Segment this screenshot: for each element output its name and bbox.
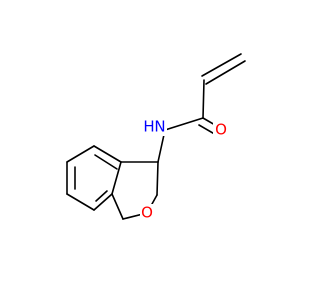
ring-oxygen-label: O [141,204,153,222]
molecule-structure: H N O O [66,53,246,222]
bond-benzene-c5-inner [94,154,118,170]
ring-oxygen-label-mask [140,204,155,222]
bond-c1-c8a [111,193,124,220]
bond-benzene-c8-inner [95,190,108,202]
bond-carbonyl-to-nitrogen [164,117,204,131]
bond-benzene-c4a-c5 [93,145,122,163]
bond-c4-c3 [156,161,159,196]
carbonyl-oxygen-label: O [215,121,227,139]
bond-vinyl-to-carbonyl [202,79,205,119]
bond-vinyl-double [201,53,242,77]
bond-vinyl-double-inner [205,60,246,85]
bond-benzene-c4a-c8a [111,161,122,195]
nitrogen-label: N [154,118,165,136]
nitrogen-label-mask [143,118,167,136]
carbonyl-oxygen-label-mask [213,121,228,139]
bond-benzene-c7-c8 [66,193,95,211]
bond-benzene-c5-c6 [66,145,95,163]
bond-benzene-c8-c8a [93,193,113,211]
nitrogen-hydrogen-label: H [143,118,154,136]
